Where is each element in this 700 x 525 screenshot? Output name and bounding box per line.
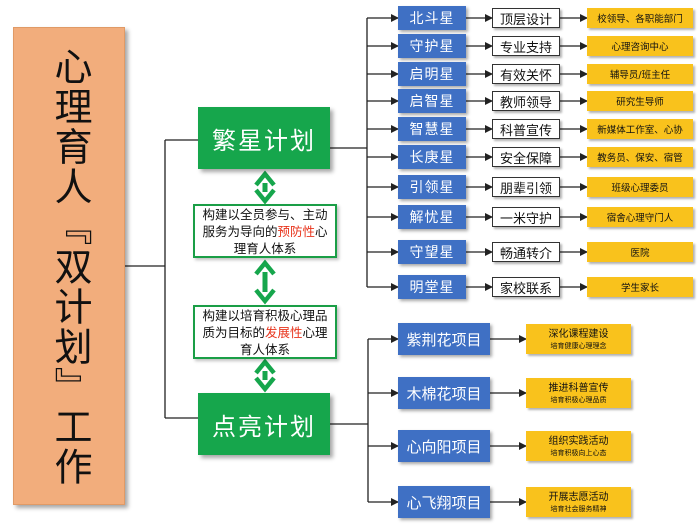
star-plan-box: 繁星计划	[198, 107, 330, 169]
star-node: 解忧星	[398, 205, 466, 229]
project-main-text: 推进科普宣传	[548, 382, 609, 394]
project-sub-text: 培育积极向上心态	[550, 448, 607, 457]
development-highlight: 发展性	[264, 324, 303, 340]
light-plan-box: 点亮计划	[198, 393, 330, 455]
star-target: 教务员、保安、宿管	[587, 147, 693, 167]
project-node: 心飞翔项目	[398, 486, 490, 518]
project-sub-text: 培育社会服务精神	[550, 504, 607, 513]
star-role: 专业支持	[492, 36, 560, 56]
project-sub-text: 培育积极心理品质	[550, 395, 607, 404]
star-role: 一米守护	[492, 207, 560, 227]
project-main-text: 深化课程建设	[548, 328, 609, 340]
project-main-text: 开展志愿活动	[548, 491, 609, 503]
project-description: 深化课程建设培育健康心理理念	[526, 324, 631, 354]
star-target: 班级心理委员	[587, 177, 693, 197]
project-node: 木棉花项目	[398, 377, 490, 409]
star-role: 顶层设计	[492, 8, 560, 28]
project-node: 心向阳项目	[398, 430, 490, 462]
star-target: 辅导员/班主任	[587, 64, 693, 84]
title-box: 心理育人『双计划』工作规划	[13, 27, 125, 505]
star-target: 学生家长	[587, 277, 693, 297]
green-double-arrow	[254, 358, 276, 393]
star-node: 明堂星	[398, 275, 466, 299]
prevention-system-box: 构建以全员参与、主动服务为导向的预防性心理育人体系	[193, 204, 337, 258]
project-main-text: 组织实践活动	[548, 435, 609, 447]
star-target: 新媒体工作室、心协	[587, 119, 693, 139]
star-node: 北斗星	[398, 6, 466, 30]
diagram-title: 心理育人『双计划』工作规划	[48, 47, 92, 487]
star-node: 守望星	[398, 240, 466, 264]
star-node: 启明星	[398, 62, 466, 86]
star-role: 畅通转介	[492, 242, 560, 262]
star-target: 校领导、各职能部门	[587, 8, 693, 28]
star-node: 守护星	[398, 34, 466, 58]
light-plan-label: 点亮计划	[212, 412, 316, 441]
star-role: 家校联系	[492, 277, 560, 297]
project-node: 紫荆花项目	[398, 323, 490, 355]
star-target: 心理咨询中心	[587, 36, 693, 56]
star-target: 研究生导师	[587, 91, 693, 111]
prevention-text-before: 构建以全员参与、主动服务为导向的	[202, 206, 328, 239]
project-sub-text: 培育健康心理理念	[550, 341, 607, 350]
star-node: 启智星	[398, 89, 466, 113]
star-target: 医院	[587, 242, 693, 262]
prevention-text-after: 心理育人体系	[233, 223, 328, 256]
star-role: 朋辈引领	[492, 177, 560, 197]
green-double-arrow	[254, 170, 276, 205]
star-role: 有效关怀	[492, 64, 560, 84]
project-description: 开展志愿活动培育社会服务精神	[526, 487, 631, 517]
project-description: 组织实践活动培育积极向上心态	[526, 431, 631, 461]
star-node: 引领星	[398, 175, 466, 199]
star-plan-label: 繁星计划	[212, 126, 316, 155]
project-description: 推进科普宣传培育积极心理品质	[526, 378, 631, 408]
development-text-after: 心理育人体系	[239, 324, 328, 357]
star-node: 智慧星	[398, 117, 466, 141]
star-role: 安全保障	[492, 147, 560, 167]
development-text-before: 构建以培育积极心理品质为目标的	[202, 307, 328, 340]
star-role: 科普宣传	[492, 119, 560, 139]
development-system-box: 构建以培育积极心理品质为目标的发展性心理育人体系	[193, 305, 337, 359]
star-target: 宿舍心理守门人	[587, 207, 693, 227]
star-node: 长庚星	[398, 145, 466, 169]
prevention-highlight: 预防性	[277, 223, 315, 239]
green-double-arrow	[254, 259, 276, 305]
star-role: 教师领导	[492, 91, 560, 111]
